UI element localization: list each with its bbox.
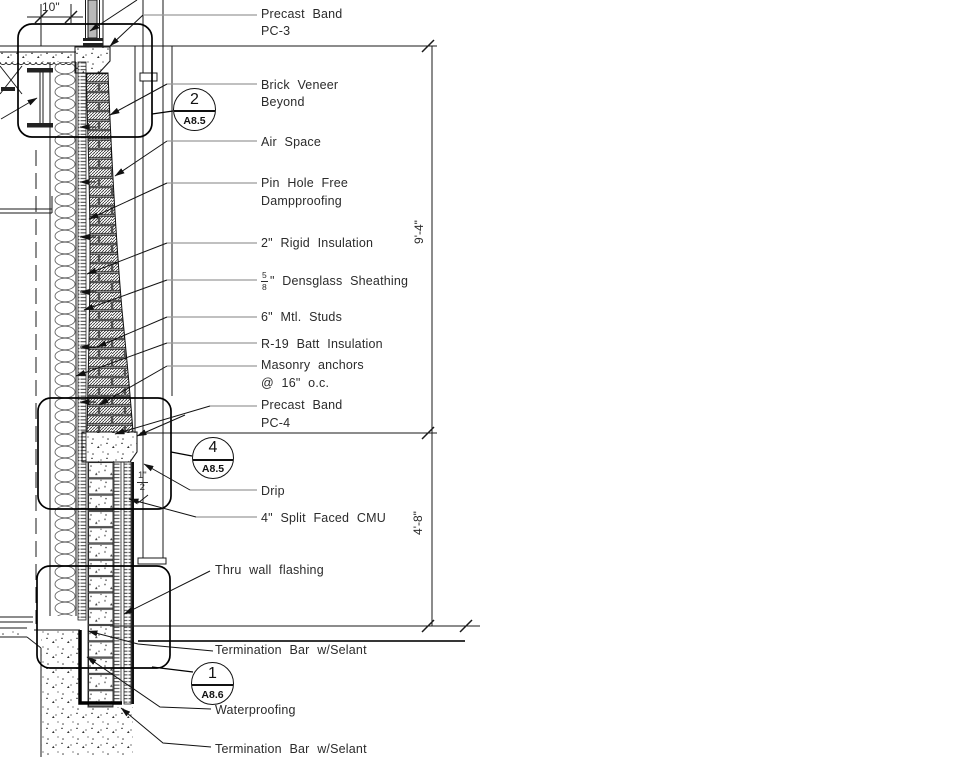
callout-divider (192, 684, 233, 687)
leader-arrows (75, 0, 214, 748)
precast-band-pc3 (74, 46, 111, 74)
label-batt-insulation: R-19 Batt Insulation (261, 337, 383, 351)
label-precast-band-pc3-line1: Precast Band (261, 7, 343, 21)
sheathing-layer (77, 61, 87, 621)
label-densglass-sheathing: 5 8 " Densglass Sheathing (261, 271, 408, 291)
leader-lines-gray (143, 14, 257, 518)
precast-band-pc4 (81, 431, 138, 463)
densglass-fraction: 5 8 (261, 270, 268, 292)
callout-number: 1 (208, 664, 217, 682)
mullion (83, 0, 103, 46)
label-brick-veneer-line2: Beyond (261, 95, 305, 109)
label-brick-veneer-line1: Brick Veneer (261, 78, 339, 92)
label-masonry-anchors-line2: @ 16" o.c. (261, 376, 330, 390)
callout-sheet: A8.5 (183, 115, 206, 128)
label-precast-band-pc4-line2: PC-4 (261, 416, 291, 430)
stud-lines (35, 0, 173, 624)
batt-insulation (54, 62, 76, 616)
dimension-half-inch-offset: 1" 2 (137, 470, 148, 493)
densglass-text: " Densglass Sheathing (269, 273, 409, 288)
dimension-lines (27, 4, 473, 633)
label-precast-band-pc3-line2: PC-3 (261, 24, 291, 38)
label-drip: Drip (261, 484, 285, 498)
label-termination-bar-top: Termination Bar w/Selant (215, 643, 367, 657)
label-air-space: Air Space (261, 135, 321, 149)
steel-beam (0, 68, 53, 128)
dimension-upper-height: 9'-4" (412, 220, 426, 244)
cmu-wall (87, 461, 134, 708)
label-dampproofing-line1: Pin Hole Free (261, 176, 349, 190)
dimension-top-width: 10" (42, 0, 60, 14)
callout-number: 4 (208, 439, 218, 457)
detail-callout-2-a8.5: 2 A8.5 (173, 88, 216, 131)
label-rigid-insulation: 2" Rigid Insulation (261, 236, 374, 250)
label-precast-band-pc4-line1: Precast Band (261, 398, 343, 412)
label-masonry-anchors-line1: Masonry anchors (261, 358, 364, 372)
grade-line (110, 432, 480, 642)
label-split-faced-cmu: 4" Split Faced CMU (261, 511, 386, 525)
dimension-lower-height: 4'-8" (411, 511, 425, 535)
detail-callout-4-a8.5: 4 A8.5 (192, 437, 234, 479)
detail-boundary-2 (17, 23, 153, 138)
callout-sheet: A8.5 (201, 463, 225, 476)
label-termination-bar-bottom: Termination Bar w/Selant (215, 742, 367, 756)
label-waterproofing: Waterproofing (215, 703, 296, 717)
callout-divider (193, 458, 233, 461)
label-dampproofing-line2: Dampproofing (261, 194, 342, 208)
callout-sheet: A8.6 (201, 689, 224, 702)
detail-callout-1-a8.6: 1 A8.6 (191, 662, 234, 705)
foundation (0, 616, 133, 757)
callout-number: 2 (190, 90, 199, 108)
masonry-anchor-symbols (79, 124, 96, 405)
label-thru-wall-flashing: Thru wall flashing (215, 563, 324, 577)
callout-divider (174, 110, 215, 113)
label-metal-studs: 6" Mtl. Studs (261, 310, 343, 324)
